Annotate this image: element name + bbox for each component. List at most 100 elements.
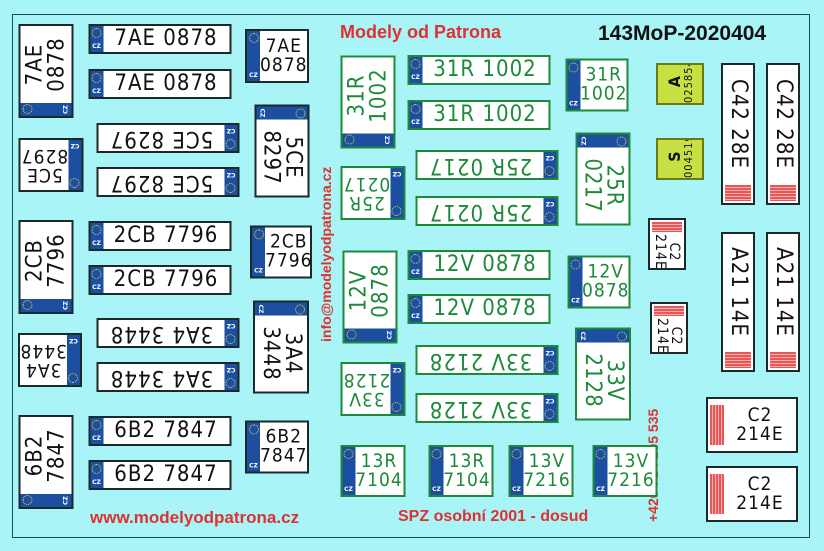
plate-line: 5CE	[25, 164, 63, 186]
plate-text: 33V 2128	[417, 347, 543, 373]
plate-line: C2	[666, 242, 682, 262]
plate-text: 31R 1002	[422, 57, 548, 83]
eu-strip: CZ	[342, 447, 355, 495]
red-stamp-pattern	[725, 352, 751, 368]
eu-strip: CZ	[409, 296, 422, 322]
eu-stars-icon	[544, 361, 555, 371]
country-code: CZ	[579, 331, 586, 340]
eu-stars-icon	[410, 298, 421, 308]
eu-strip: CZ	[20, 494, 71, 507]
country-code: CZ	[344, 486, 353, 493]
country-code: CZ	[69, 337, 78, 344]
eu-strip: CZ	[409, 102, 422, 128]
plate-line: C42 28E	[771, 79, 796, 169]
eu-stars-icon	[511, 449, 522, 459]
plate-line: 3A4	[280, 332, 305, 374]
country-code: CZ	[249, 72, 258, 79]
plate-face: C42 28E	[766, 63, 800, 205]
eu-strip: CZ	[543, 198, 556, 224]
eu-stars-icon	[616, 135, 626, 146]
country-code: CZ	[226, 171, 235, 178]
red-stamp-pattern	[710, 474, 724, 514]
eu-stars-icon	[544, 409, 555, 419]
red-stamp-pattern	[725, 185, 751, 201]
eu-stars-icon	[295, 107, 305, 118]
plate-line: 7847	[43, 428, 69, 483]
plate-text: 6B2 7847	[103, 418, 229, 444]
plate-face: CZ 6B2 7847	[88, 416, 231, 446]
plate-line: 214E	[652, 234, 668, 270]
plate-text: 33V 2128	[417, 395, 543, 421]
eu-strip: CZ	[20, 299, 71, 312]
plate-line: 2128	[342, 369, 390, 391]
red-stamp-pattern	[652, 222, 682, 232]
country-code: CZ	[545, 200, 554, 207]
country-code: CZ	[411, 119, 420, 126]
eu-stars-icon	[225, 334, 236, 344]
plate-line: S	[664, 150, 684, 162]
eu-strip: CZ	[342, 133, 393, 146]
country-code: CZ	[92, 284, 101, 291]
plate-line: 31R 1002	[433, 102, 537, 127]
eu-stars-icon	[68, 373, 79, 383]
plate-line: 33V 2128	[428, 348, 532, 373]
plate-face: C42 28E	[721, 63, 755, 205]
plate-line: 7104	[355, 469, 403, 491]
eu-strip: CZ	[90, 267, 103, 293]
plate-line: 3A4	[25, 359, 62, 381]
country-code: CZ	[571, 297, 580, 304]
red-stamp-pattern	[770, 185, 796, 201]
plate-6b2-7847: CZ 6B2 7847	[88, 416, 231, 446]
plate-line: 25R	[347, 192, 385, 214]
plate-text: A21 14E	[723, 234, 753, 350]
country-code: CZ	[512, 486, 521, 493]
eu-strip: CZ	[594, 447, 607, 495]
eu-strip: CZ	[224, 364, 237, 390]
plate-line: 3448	[19, 340, 68, 362]
plate-line: 5CE 8297	[109, 170, 213, 195]
eu-strip: CZ	[224, 125, 237, 151]
eu-strip: CZ	[543, 347, 556, 373]
plate-line: 0878	[260, 54, 308, 76]
plate-line: 13R	[360, 450, 398, 472]
eu-stars-icon	[91, 225, 102, 235]
eu-strip: CZ	[543, 395, 556, 421]
plate-text: 3A4 3448	[98, 320, 224, 346]
plate-text: 7AE 0878	[103, 26, 229, 52]
country-code: CZ	[92, 435, 101, 442]
plate-line: 214E	[654, 318, 670, 354]
eu-stars-icon	[544, 166, 555, 176]
plate-line: 12V	[587, 260, 624, 283]
plate-text: 12V 0878	[422, 252, 548, 278]
eu-stars-icon	[570, 259, 581, 269]
plate-line: 6B2 7847	[114, 418, 218, 443]
plate-line: 2128	[580, 352, 605, 408]
plate-text: 7AE 0878	[103, 71, 229, 97]
